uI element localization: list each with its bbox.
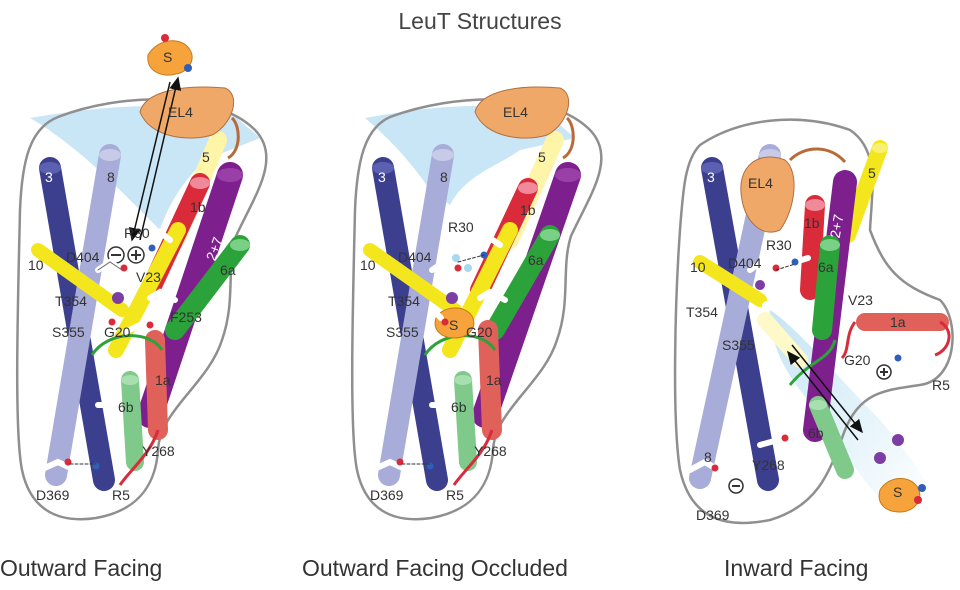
helix-label-5: 5 (538, 149, 546, 165)
helix-1b-cap (190, 177, 210, 189)
helix-6b (130, 380, 135, 462)
sodium-ion (112, 292, 124, 304)
helix-label-3: 3 (378, 169, 386, 185)
sodium-ion-2 (892, 434, 904, 446)
helix-label-3: 3 (45, 169, 53, 185)
residue-label-d369: D369 (36, 487, 70, 503)
helix-label-8: 8 (440, 169, 448, 185)
panel-outward-facing-occluded: 3 8 5 1b 6a 10 1a 6b EL4 S R30 D404 T354… (352, 87, 601, 519)
residue-label-r30: R30 (124, 225, 150, 241)
residue-label-g20: G20 (466, 324, 493, 340)
residue-label-s355: S355 (52, 324, 85, 340)
residue-label-t354: T354 (686, 304, 718, 320)
residue-label-r30: R30 (766, 237, 792, 253)
helix-2-7-cap (217, 168, 243, 182)
helix-6b-cap (454, 375, 472, 385)
residue-label-y268: Y268 (752, 457, 785, 473)
helix-label-10: 10 (28, 257, 44, 273)
residue-label-d404: D404 (728, 255, 762, 271)
substrate-label: S (893, 484, 902, 500)
residue-label-s355: S355 (722, 337, 755, 353)
helix-1b-cap (805, 199, 825, 211)
helix-label-10: 10 (360, 257, 376, 273)
substrate-s-n-blue (184, 64, 192, 72)
helix-label-1b: 1b (804, 215, 820, 231)
helix-label-6b: 6b (118, 399, 134, 415)
residue-label-y268: Y268 (142, 443, 175, 459)
panel-title-inward-facing: Inward Facing (724, 555, 868, 582)
residue-label-r30: R30 (448, 219, 474, 235)
residue-label-v23: V23 (848, 292, 873, 308)
helix-6b-cap (121, 375, 139, 385)
helix-label-10: 10 (690, 259, 706, 275)
residue-label-r5: R5 (446, 487, 464, 503)
helix-label-8: 8 (704, 449, 712, 465)
sodium-ion-3 (874, 452, 886, 464)
residue-label-g20: G20 (104, 324, 131, 340)
substrate-s-o-red (161, 34, 169, 42)
residue-label-d404: D404 (398, 249, 432, 265)
residue-label-t354: T354 (388, 293, 420, 309)
residue-label-r5: R5 (932, 377, 950, 393)
helix-label-6b: 6b (808, 425, 824, 441)
substrate-s-n-blue (918, 484, 926, 492)
panel-title-outward-facing-occluded: Outward Facing Occluded (302, 555, 568, 582)
helix-label-6a: 6a (818, 259, 834, 275)
helix-6a (822, 245, 830, 330)
water-1 (452, 254, 460, 262)
helix-label-5: 5 (868, 165, 876, 181)
residue-label-v23: V23 (136, 269, 161, 285)
helix-label-1a: 1a (486, 372, 502, 388)
helix-label-5: 5 (202, 149, 210, 165)
residue-label-t354: T354 (55, 293, 87, 309)
residue-label-g20: G20 (844, 352, 871, 368)
loop-label-el4: EL4 (168, 104, 193, 120)
helix-label-6a: 6a (220, 262, 236, 278)
helix-label-1a: 1a (890, 314, 906, 330)
helix-label-3: 3 (707, 169, 715, 185)
substrate-label: S (449, 317, 458, 333)
helix-6b (463, 380, 468, 462)
helix-label-1b: 1b (190, 199, 206, 215)
panel-inward-facing: 3 5 1b 2+7 6a 10 1a 6b 8 EL4 S R30 D404 … (675, 120, 952, 523)
residue-label-r5: R5 (112, 487, 130, 503)
helix-label-8: 8 (107, 169, 115, 185)
residue-label-d404: D404 (66, 249, 100, 265)
loop-label-el4: EL4 (503, 104, 528, 120)
residue-label-d369: D369 (696, 507, 730, 523)
residue-label-d369: D369 (370, 487, 404, 503)
sodium-ion (446, 292, 458, 304)
helix-1b-cap (518, 182, 538, 194)
helix-2-7-cap (555, 168, 581, 182)
water-2 (464, 264, 472, 272)
helix-8-cap (99, 149, 121, 161)
helix-8-cap (432, 149, 454, 161)
substrate-label: S (163, 49, 172, 65)
helix-6a-cap (230, 239, 250, 251)
helix-6b-cap (809, 400, 827, 410)
helix-5-cap (872, 143, 888, 153)
sodium-ion-1 (755, 280, 765, 290)
helix-6a-cap (540, 229, 560, 241)
helix-label-1b: 1b (520, 202, 536, 218)
residue-label-y268: Y268 (474, 443, 507, 459)
residue-label-f253: F253 (170, 309, 202, 325)
loop-label-el4: EL4 (748, 175, 773, 191)
loop-brown (790, 149, 845, 162)
residue-label-s355: S355 (386, 324, 419, 340)
helix-label-6a: 6a (528, 252, 544, 268)
helix-label-1a: 1a (155, 372, 171, 388)
substrate-s-o-red (914, 496, 922, 504)
helix-6a-cap (820, 239, 840, 251)
panel-title-outward-facing: Outward Facing (0, 555, 162, 582)
panel-outward-facing: 3 8 5 1b 2+7 6a 10 1a 6b EL4 S R30 D404 … (17, 34, 266, 519)
helix-label-6b: 6b (451, 399, 467, 415)
